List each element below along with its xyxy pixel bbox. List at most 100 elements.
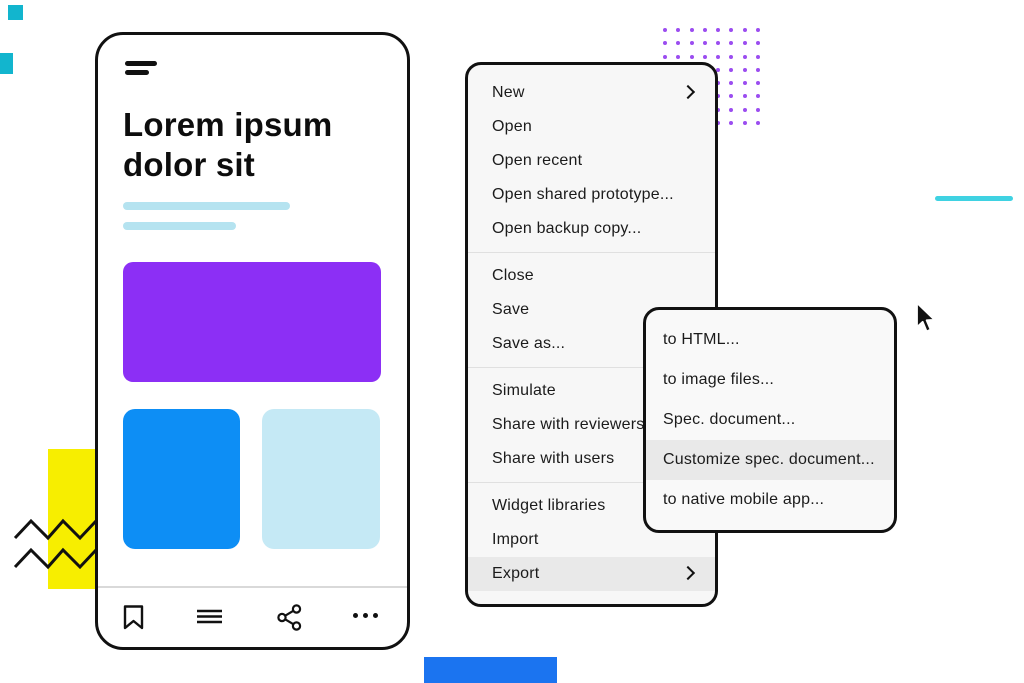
pattern-dot <box>756 41 761 46</box>
pattern-dot <box>702 28 707 32</box>
text-placeholder-line <box>123 202 290 210</box>
pattern-dot <box>756 81 761 86</box>
phone-mockup: Lorem ipsum dolor sit <box>95 32 410 650</box>
file-menu-item-share-with-reviewers[interactable]: Share with reviewers <box>468 408 715 442</box>
export-submenu-item-spec-document[interactable]: Spec. document... <box>646 400 894 440</box>
export-submenu-item-to-html[interactable]: to HTML... <box>646 320 894 360</box>
file-menu-item-widget-libraries[interactable]: Widget libraries <box>468 489 715 523</box>
export-submenu-item-to-native-mobile-app[interactable]: to native mobile app... <box>646 480 894 520</box>
menu-item-label: Spec. document... <box>663 411 796 428</box>
file-menu-item-import[interactable]: Import <box>468 523 715 557</box>
file-menu-item-simulate[interactable]: Simulate <box>468 374 715 408</box>
pattern-dot <box>676 28 681 32</box>
pattern-dot <box>689 41 694 46</box>
mouse-cursor <box>916 302 936 333</box>
menu-item-label: Customize spec. document... <box>663 451 875 468</box>
pattern-dot <box>756 28 761 32</box>
pattern-dot <box>716 81 721 86</box>
text-placeholder-line <box>123 222 236 230</box>
hamburger-icon[interactable] <box>125 61 157 66</box>
pattern-dot <box>742 41 747 46</box>
list-icon[interactable] <box>196 609 223 624</box>
pattern-dot <box>716 94 721 99</box>
pattern-dot <box>663 54 667 59</box>
file-menu-item-open-backup-copy[interactable]: Open backup copy... <box>468 212 715 246</box>
menu-item-label: Open recent <box>492 152 583 169</box>
menu-separator <box>468 252 715 253</box>
menu-item-label: Widget libraries <box>492 497 606 514</box>
pattern-dot <box>702 54 707 59</box>
menu-item-label: Import <box>492 531 539 548</box>
pattern-dot <box>742 81 747 86</box>
pattern-dot <box>742 54 747 59</box>
export-submenu-item-customize-spec-document[interactable]: Customize spec. document... <box>646 440 894 480</box>
pattern-dot <box>756 54 761 59</box>
pattern-dot <box>702 41 707 46</box>
pattern-dot <box>756 121 761 126</box>
chevron-right-icon <box>680 565 696 581</box>
menu-separator <box>468 367 715 368</box>
file-menu-item-export[interactable]: Export <box>468 557 715 591</box>
menu-item-label: to native mobile app... <box>663 491 825 508</box>
menu-item-label: Save <box>492 301 530 318</box>
pattern-dot <box>716 54 721 59</box>
menu-item-label: Save as... <box>492 335 566 352</box>
file-menu-item-close[interactable]: Close <box>468 259 715 293</box>
menu-item-label: to image files... <box>663 371 775 388</box>
yellow-rect-decoration <box>48 449 97 589</box>
file-menu-item-open[interactable]: Open <box>468 110 715 144</box>
pattern-dot <box>716 121 721 126</box>
pattern-dot <box>756 107 761 112</box>
lightblue-content-card <box>262 409 380 549</box>
hamburger-icon[interactable] <box>125 70 149 75</box>
pattern-dot <box>663 41 667 46</box>
pattern-dot <box>676 54 681 59</box>
pattern-dot <box>729 54 734 59</box>
menu-item-label: Open backup copy... <box>492 220 642 237</box>
file-menu-item-save[interactable]: Save <box>468 293 715 327</box>
menu-item-label: Close <box>492 267 534 284</box>
toolbar-divider <box>98 586 407 588</box>
file-menu-item-open-shared-prototype[interactable]: Open shared prototype... <box>468 178 715 212</box>
pattern-dot <box>716 41 721 46</box>
menu-item-label: Share with users <box>492 450 615 467</box>
menu-item-label: Export <box>492 565 540 582</box>
pattern-dot <box>689 28 694 32</box>
file-menu-item-share-with-users[interactable]: Share with users <box>468 442 715 476</box>
pattern-dot <box>742 67 747 72</box>
menu-item-label: New <box>492 84 525 101</box>
pattern-dot <box>729 41 734 46</box>
bookmark-icon[interactable] <box>123 605 144 630</box>
menu-item-label: to HTML... <box>663 331 740 348</box>
pattern-dot <box>729 121 734 126</box>
file-menu-item-open-recent[interactable]: Open recent <box>468 144 715 178</box>
pattern-dot <box>729 107 734 112</box>
purple-content-card <box>123 262 381 382</box>
file-menu-item-save-as[interactable]: Save as... <box>468 327 715 361</box>
pattern-dot <box>716 107 721 112</box>
pattern-dot <box>716 67 721 72</box>
share-icon[interactable] <box>277 604 302 631</box>
pattern-dot <box>676 41 681 46</box>
menu-item-label: Open shared prototype... <box>492 186 674 203</box>
menu-item-label: Open <box>492 118 532 135</box>
blue-content-card <box>123 409 240 549</box>
more-options-icon[interactable] <box>353 613 378 618</box>
cyan-dash-decoration <box>935 196 1013 201</box>
phone-title: Lorem ipsum dolor sit <box>123 106 333 183</box>
pattern-dot <box>729 67 734 72</box>
file-menu-item-new[interactable]: New <box>468 76 715 110</box>
export-submenu: to HTML... to image files... Spec. documen… <box>643 307 897 533</box>
chevron-right-icon <box>680 84 696 100</box>
export-submenu-item-to-image-files[interactable]: to image files... <box>646 360 894 400</box>
pattern-dot <box>689 54 694 59</box>
pattern-dot <box>742 121 747 126</box>
menu-separator <box>468 482 715 483</box>
teal-square-decoration <box>8 5 23 20</box>
blue-rect-decoration <box>424 657 557 683</box>
pattern-dot <box>716 28 721 32</box>
menu-item-label: Share with reviewers <box>492 416 645 433</box>
pattern-dot <box>756 94 761 99</box>
menu-item-label: Simulate <box>492 382 556 399</box>
